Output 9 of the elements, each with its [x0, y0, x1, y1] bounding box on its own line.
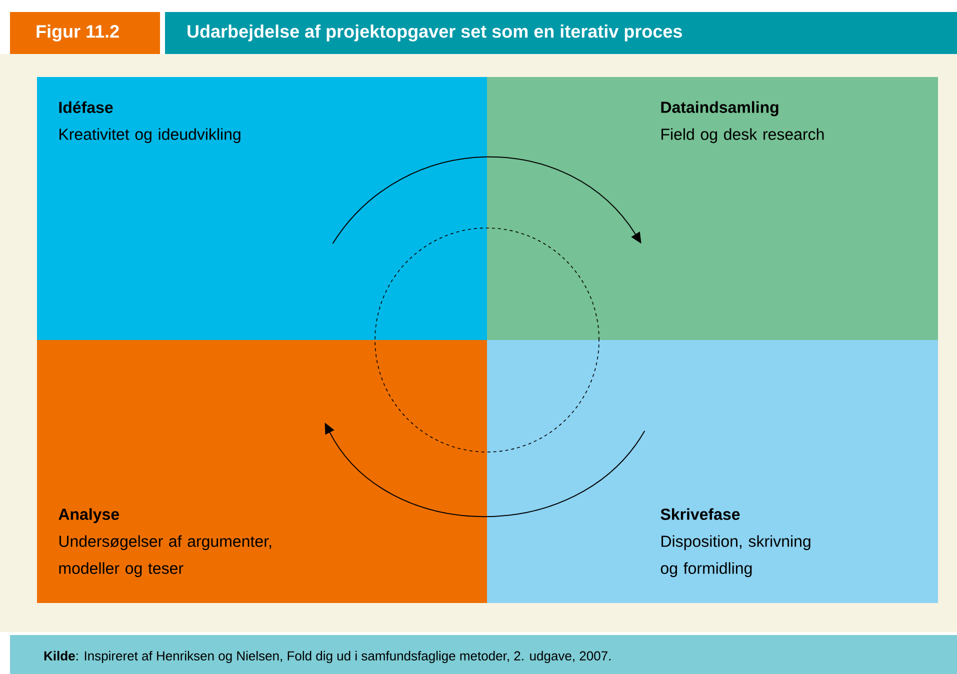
- dashed-circle: [374, 228, 600, 452]
- phase-panel: Idéfase Kreativitet og ideudvikling: [37, 77, 487, 340]
- title-bar: Udarbejdelse af projektopgaver set som en iterativ proces: [165, 12, 957, 54]
- arrow: [332, 156, 642, 244]
- phase-panel: Analyse Undersøgelser af argumenter, modeller og teser: [37, 340, 487, 603]
- figure-number-tab: Figur 11.2: [10, 12, 160, 54]
- phase-panel: Dataindsamling Field og desk research: [487, 77, 938, 340]
- phase-panel: Skrivefase Disposition, skrivning og formidling: [487, 340, 938, 603]
- source-bar: Kilde: Inspireret af Henriksen og Nielsen, Fold dig ud i samfundsfaglige metoder, 2. udgave, 2007.: [10, 635, 957, 674]
